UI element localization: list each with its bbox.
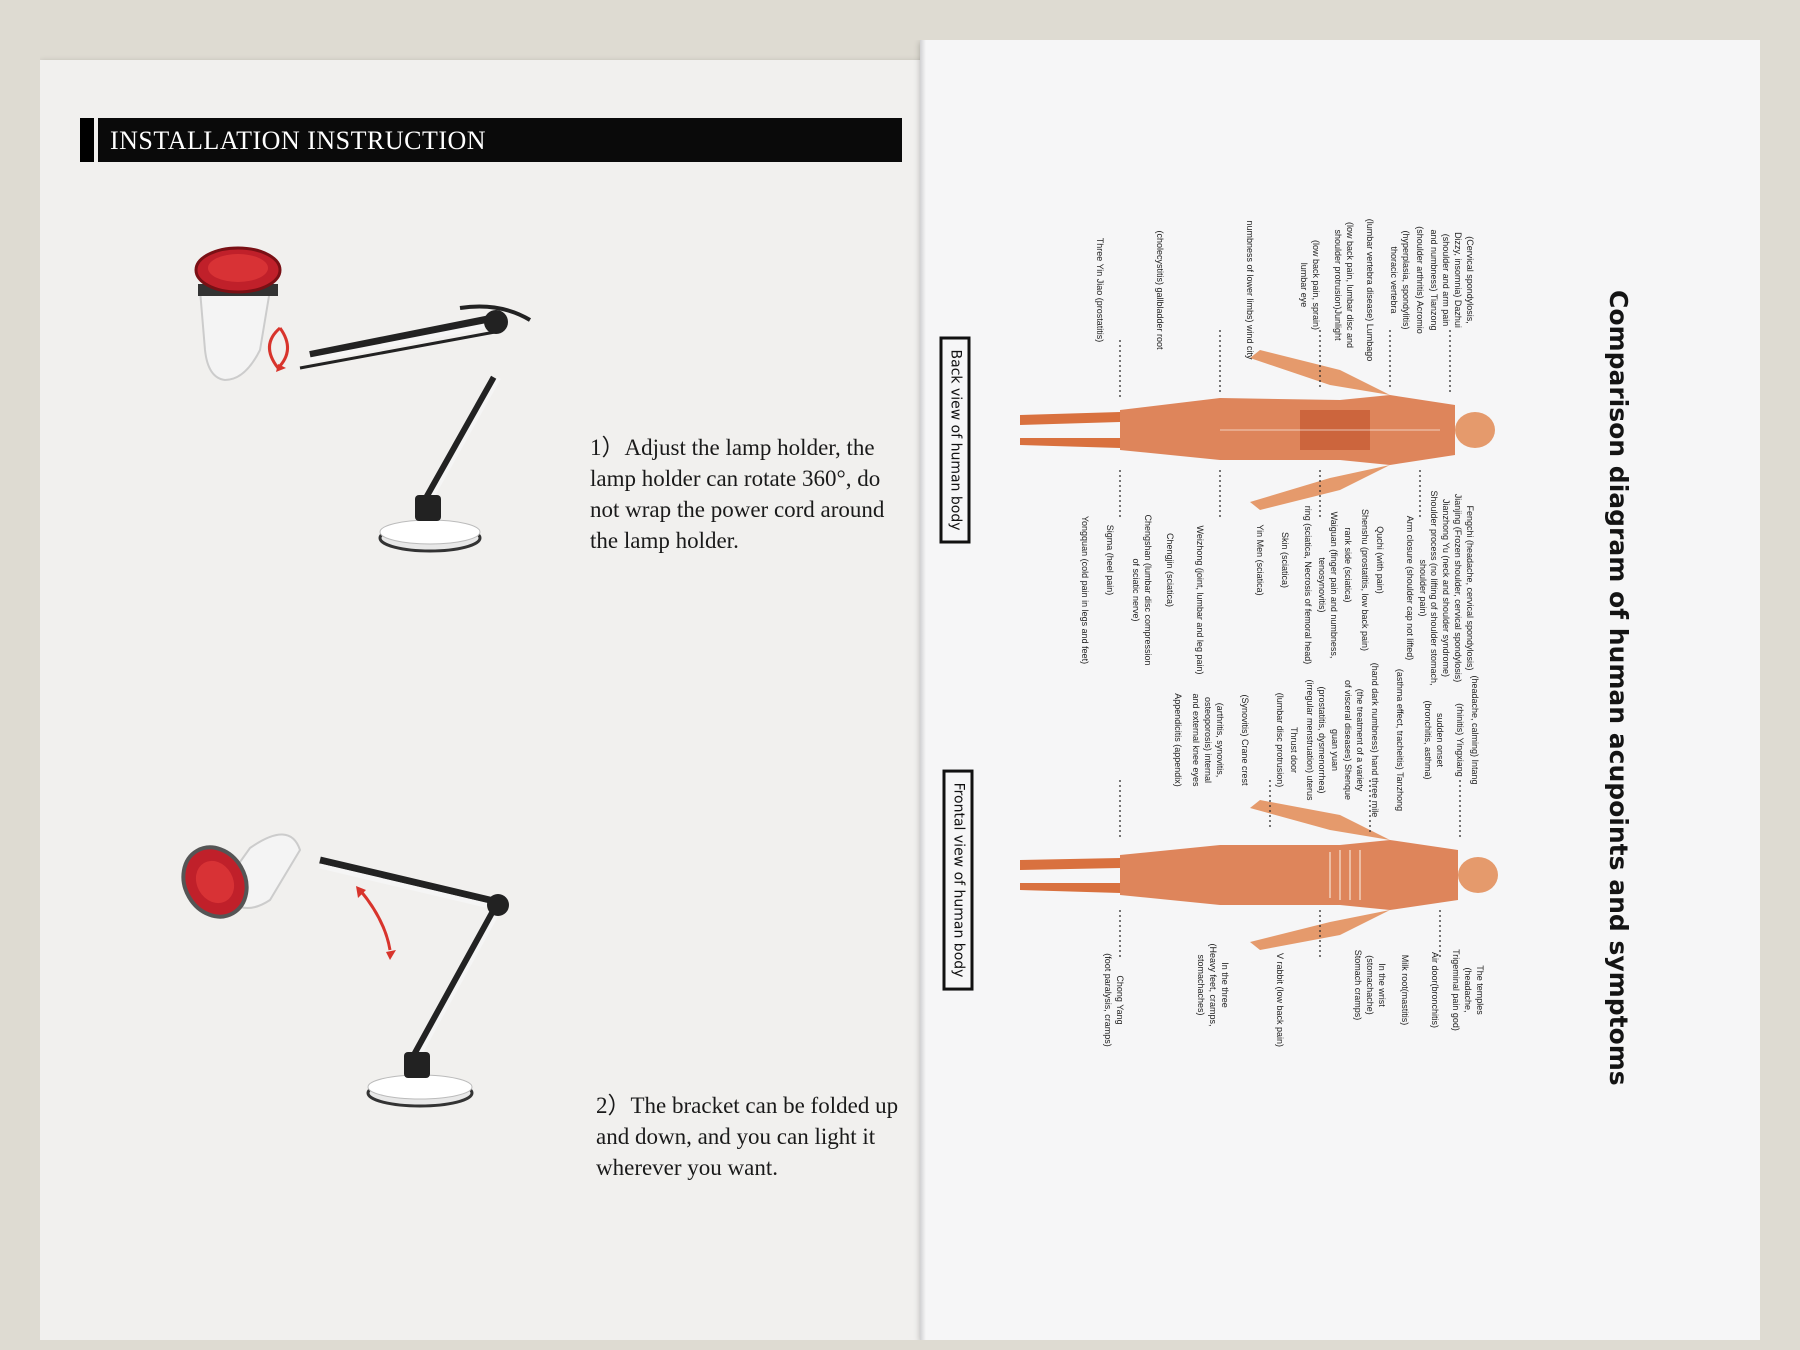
back-view-label: Back view of human body — [939, 336, 971, 544]
acupoint-label: (headache, calming) Intang — [1470, 675, 1480, 785]
acupoint-label: (bronchitis, asthma) — [1423, 700, 1433, 780]
acupoint-label: Waiguan (finger pain and numbness, — [1329, 511, 1339, 659]
acupoint-label: Shoulder process (no lifting of shoulder… — [1429, 490, 1439, 686]
acupoint-label: osteoporosis) internal — [1203, 696, 1213, 784]
acupoint-label: of sciatic nerve) — [1131, 558, 1141, 622]
acupoint-label: The temples — [1475, 965, 1485, 1015]
acupoint-label: (shoulder and arm pain — [1441, 233, 1451, 327]
acupoint-label: Chengjin (sciatica) — [1165, 532, 1175, 608]
acupoints-page: Comparison diagram of human acupoints an… — [920, 40, 1760, 1340]
acupoint-label: ring (sciatica, Necrosis of femoral head… — [1303, 505, 1313, 665]
acupoint-label: (stomachache) — [1365, 955, 1375, 1015]
acupoint-label: (asthma effect, tracheitis) Tanzhong — [1395, 668, 1405, 812]
acupoint-label: (Synovitis) Crane crest — [1240, 694, 1250, 786]
lamp-fold-illustration — [181, 833, 509, 1108]
page-fold — [920, 40, 926, 1340]
step-1-text: 1）Adjust the lamp holder, the lamp holde… — [590, 435, 885, 553]
header-accent — [80, 118, 98, 162]
acupoint-label: shoulder pain) — [1418, 559, 1428, 617]
acupoint-label: (the treatment of a variety — [1355, 688, 1365, 792]
acupoint-label: and numbness) Tianzong — [1429, 229, 1439, 331]
acupoint-label: (lumbar vertebra disease) Lumbago — [1365, 218, 1375, 362]
acupoint-label: Sigma (heel pain) — [1105, 524, 1115, 596]
manual-spread: INSTALLATION INSTRUCTION 1）Adjus — [40, 40, 1760, 1340]
acupoint-label: In the three — [1220, 962, 1230, 1008]
acupoint-label: (cholecystitis) gallbladder root — [1155, 230, 1165, 350]
acupoint-label: (headache, — [1463, 967, 1473, 1013]
acupoint-label: stomachaches) — [1196, 954, 1206, 1016]
acupoint-label: (arthritis, synovitis, — [1215, 702, 1225, 778]
acupoint-label: rank side (sciatica) — [1343, 527, 1353, 603]
lamp-rotate-illustration — [194, 246, 532, 553]
acupoint-label: Quchi (with pain) — [1375, 526, 1385, 594]
acupoint-label: guan yuan — [1330, 728, 1340, 772]
acupoint-label: (low back pain, lumbar disc and — [1345, 221, 1355, 349]
acupoint-label: Chong Yang — [1115, 975, 1125, 1025]
acupoint-label: (Cervical spondylosis, — [1465, 236, 1475, 324]
acupoint-label: Jianzhong Yu (neck and shoulder syndrome… — [1441, 499, 1451, 677]
acupoint-label: Yin Men (sciatica) — [1255, 524, 1265, 596]
acupoint-label: (lumbar disc protrusion) — [1275, 692, 1285, 788]
acupoint-label: of visceral diseases) Shenque — [1343, 679, 1353, 801]
acupoint-label: Chengshan (lumbar disc compression — [1143, 514, 1153, 666]
acupoint-label: Appendicitis (appendix) — [1173, 693, 1183, 787]
acupoint-label: Milk root(mastitis) — [1400, 954, 1410, 1026]
acupoint-label: and external knee eyes — [1191, 693, 1201, 787]
acupoint-label: Shenshu (prostatitis, low back pain) — [1360, 508, 1370, 652]
front-view-body — [1020, 800, 1498, 950]
acupoints-title: Comparison diagram of human acupoints an… — [1604, 290, 1633, 1086]
acupoint-label: lumbar eye — [1299, 262, 1309, 308]
acupoint-label: tenosynovitis) — [1317, 557, 1327, 613]
acupoint-label: In the wrist — [1377, 963, 1387, 1007]
acupoint-label: thoracic vertebra — [1389, 246, 1399, 314]
acupoint-label: (hyperplasia, spondylitis) — [1401, 230, 1411, 330]
acupoint-label: Stomach cramps) — [1353, 949, 1363, 1021]
acupoint-label: Jianjing (Frozen shoulder, cervical spon… — [1453, 493, 1463, 683]
acupoint-label: Thrust door — [1289, 726, 1299, 774]
acupoint-label: (foot paralysis, cramps) — [1103, 953, 1113, 1047]
acupoint-label: Dizzy, insomnia) Dazhui — [1453, 232, 1463, 328]
acupoint-label: (rhinitis) Yingxiang — [1455, 703, 1465, 777]
installation-title: INSTALLATION INSTRUCTION — [110, 126, 487, 155]
acupoint-label: (low back pain, sprain) — [1311, 239, 1321, 331]
acupoint-label: numbness of lower limbs) wind city — [1245, 220, 1255, 360]
acupoint-label: (shoulder arthritis) Acromio — [1415, 226, 1425, 334]
acupoint-label: Three Yin Jiao (prostatitis) — [1095, 237, 1105, 343]
step-2-text: 2）The bracket can be folded up and down,… — [596, 1093, 899, 1180]
acupoint-label: Arm closure (shoulder cap not lifted) — [1405, 515, 1415, 661]
acupoint-label: Air door(bronchitis) — [1430, 951, 1440, 1029]
acupoint-label: V rabbit (low back pain) — [1275, 952, 1285, 1048]
acupoint-label: (irregular menstruation) uterus — [1305, 679, 1315, 801]
acupoint-label: Weizhong (joint, lumbar and leg pain) — [1195, 525, 1205, 675]
acupoint-label: shoulder protrusion)Junlight — [1333, 229, 1343, 341]
acupoint-label: (Heavy feet, cramps, — [1208, 943, 1218, 1027]
acupoint-label: (prostatitis, dysmenorrhea) — [1317, 686, 1327, 794]
acupoint-label: sudden onset — [1435, 712, 1445, 768]
acupoints-diagram — [1020, 330, 1498, 960]
acupoint-label: (hand dark numbness) hand three mile — [1370, 662, 1380, 818]
acupoint-label: Trigeminal pain god) — [1451, 949, 1461, 1031]
back-view-body — [1020, 350, 1495, 510]
installation-header: INSTALLATION INSTRUCTION — [80, 118, 902, 162]
acupoint-label: Fengchi (headache, cervical spondylosis) — [1465, 505, 1475, 671]
installation-page: INSTALLATION INSTRUCTION 1）Adjus — [40, 60, 930, 1340]
front-view-label: Frontal view of human body — [942, 769, 974, 991]
acupoint-label: Yongquan (cold pain in legs and feet) — [1080, 515, 1090, 665]
acupoint-label: Skin (sciatica) — [1280, 531, 1290, 589]
